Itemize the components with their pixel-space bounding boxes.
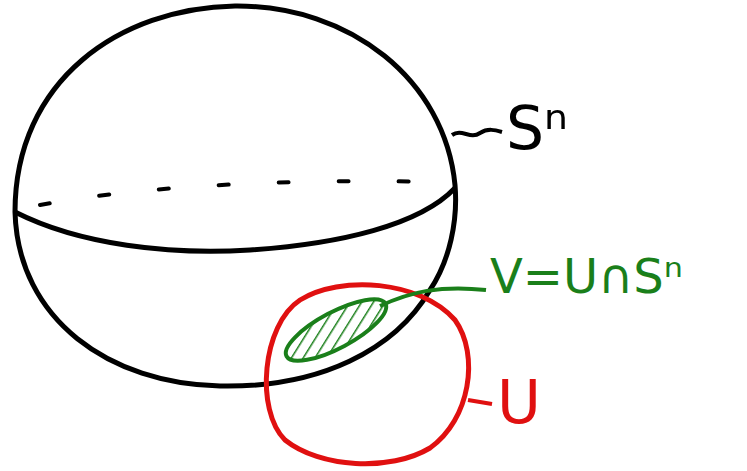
space-label: Sⁿ <box>506 98 568 158</box>
intersection-region <box>278 288 394 372</box>
sphere-outline <box>15 6 456 386</box>
leader-line <box>468 400 492 404</box>
leader-line <box>452 130 502 135</box>
set-label: U <box>497 372 541 432</box>
leader-line <box>380 288 486 306</box>
intersection-label: V=U∩Sⁿ <box>490 252 683 300</box>
equator-front <box>15 188 455 251</box>
equator-back <box>40 181 440 205</box>
open-set-circle <box>266 285 468 464</box>
